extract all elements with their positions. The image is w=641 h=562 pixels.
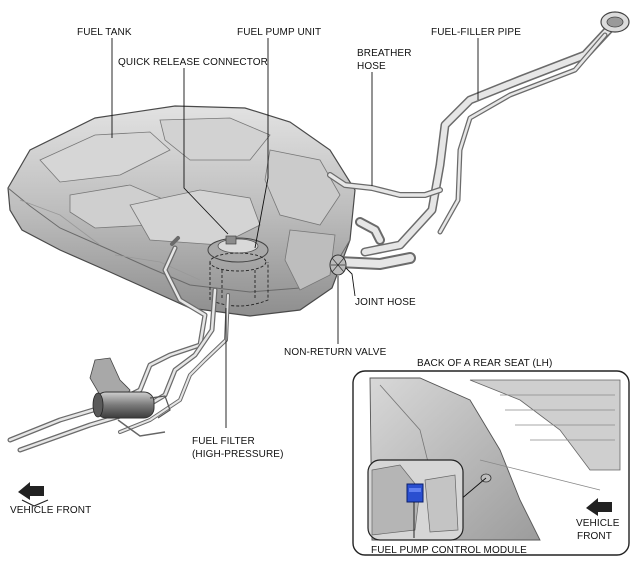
label-joint-hose: JOINT HOSE bbox=[355, 297, 416, 308]
breather-hose bbox=[327, 172, 443, 198]
label-fuel-filler-pipe: FUEL-FILLER PIPE bbox=[431, 27, 521, 38]
fuel-filter bbox=[89, 357, 171, 437]
fuel-pump-unit bbox=[207, 235, 269, 307]
inset-rear-seat bbox=[352, 370, 630, 556]
leader-lines bbox=[111, 38, 479, 428]
label-inset-title: BACK OF A REAR SEAT (LH) bbox=[417, 358, 552, 369]
label-vehicle-front-right-2: FRONT bbox=[577, 531, 612, 542]
fuel-tank bbox=[7, 105, 356, 317]
non-return-valve bbox=[329, 254, 347, 276]
label-fuel-pump-control-module: FUEL PUMP CONTROL MODULE bbox=[371, 545, 527, 556]
label-non-return-valve: NON-RETURN VALVE bbox=[284, 347, 387, 358]
label-fuel-filter-2: (HIGH-PRESSURE) bbox=[192, 449, 284, 460]
vehicle-front-arrow-icon bbox=[18, 482, 49, 507]
label-quick-release-connector: QUICK RELEASE CONNECTOR bbox=[118, 57, 268, 68]
label-breather-hose-2: HOSE bbox=[357, 61, 386, 72]
fuel-filler-pipe bbox=[360, 11, 630, 257]
label-vehicle-front-right-1: VEHICLE bbox=[576, 518, 620, 529]
fuel-pump-control-module bbox=[406, 483, 424, 503]
label-fuel-pump-unit: FUEL PUMP UNIT bbox=[237, 27, 321, 38]
label-fuel-filter-1: FUEL FILTER bbox=[192, 436, 255, 447]
joint-hose bbox=[332, 217, 416, 270]
label-fuel-tank: FUEL TANK bbox=[77, 27, 132, 38]
label-vehicle-front-left: VEHICLE FRONT bbox=[10, 505, 91, 516]
vehicle-front-arrow-icon-right bbox=[586, 498, 612, 516]
label-breather-hose-1: BREATHER bbox=[357, 48, 412, 59]
